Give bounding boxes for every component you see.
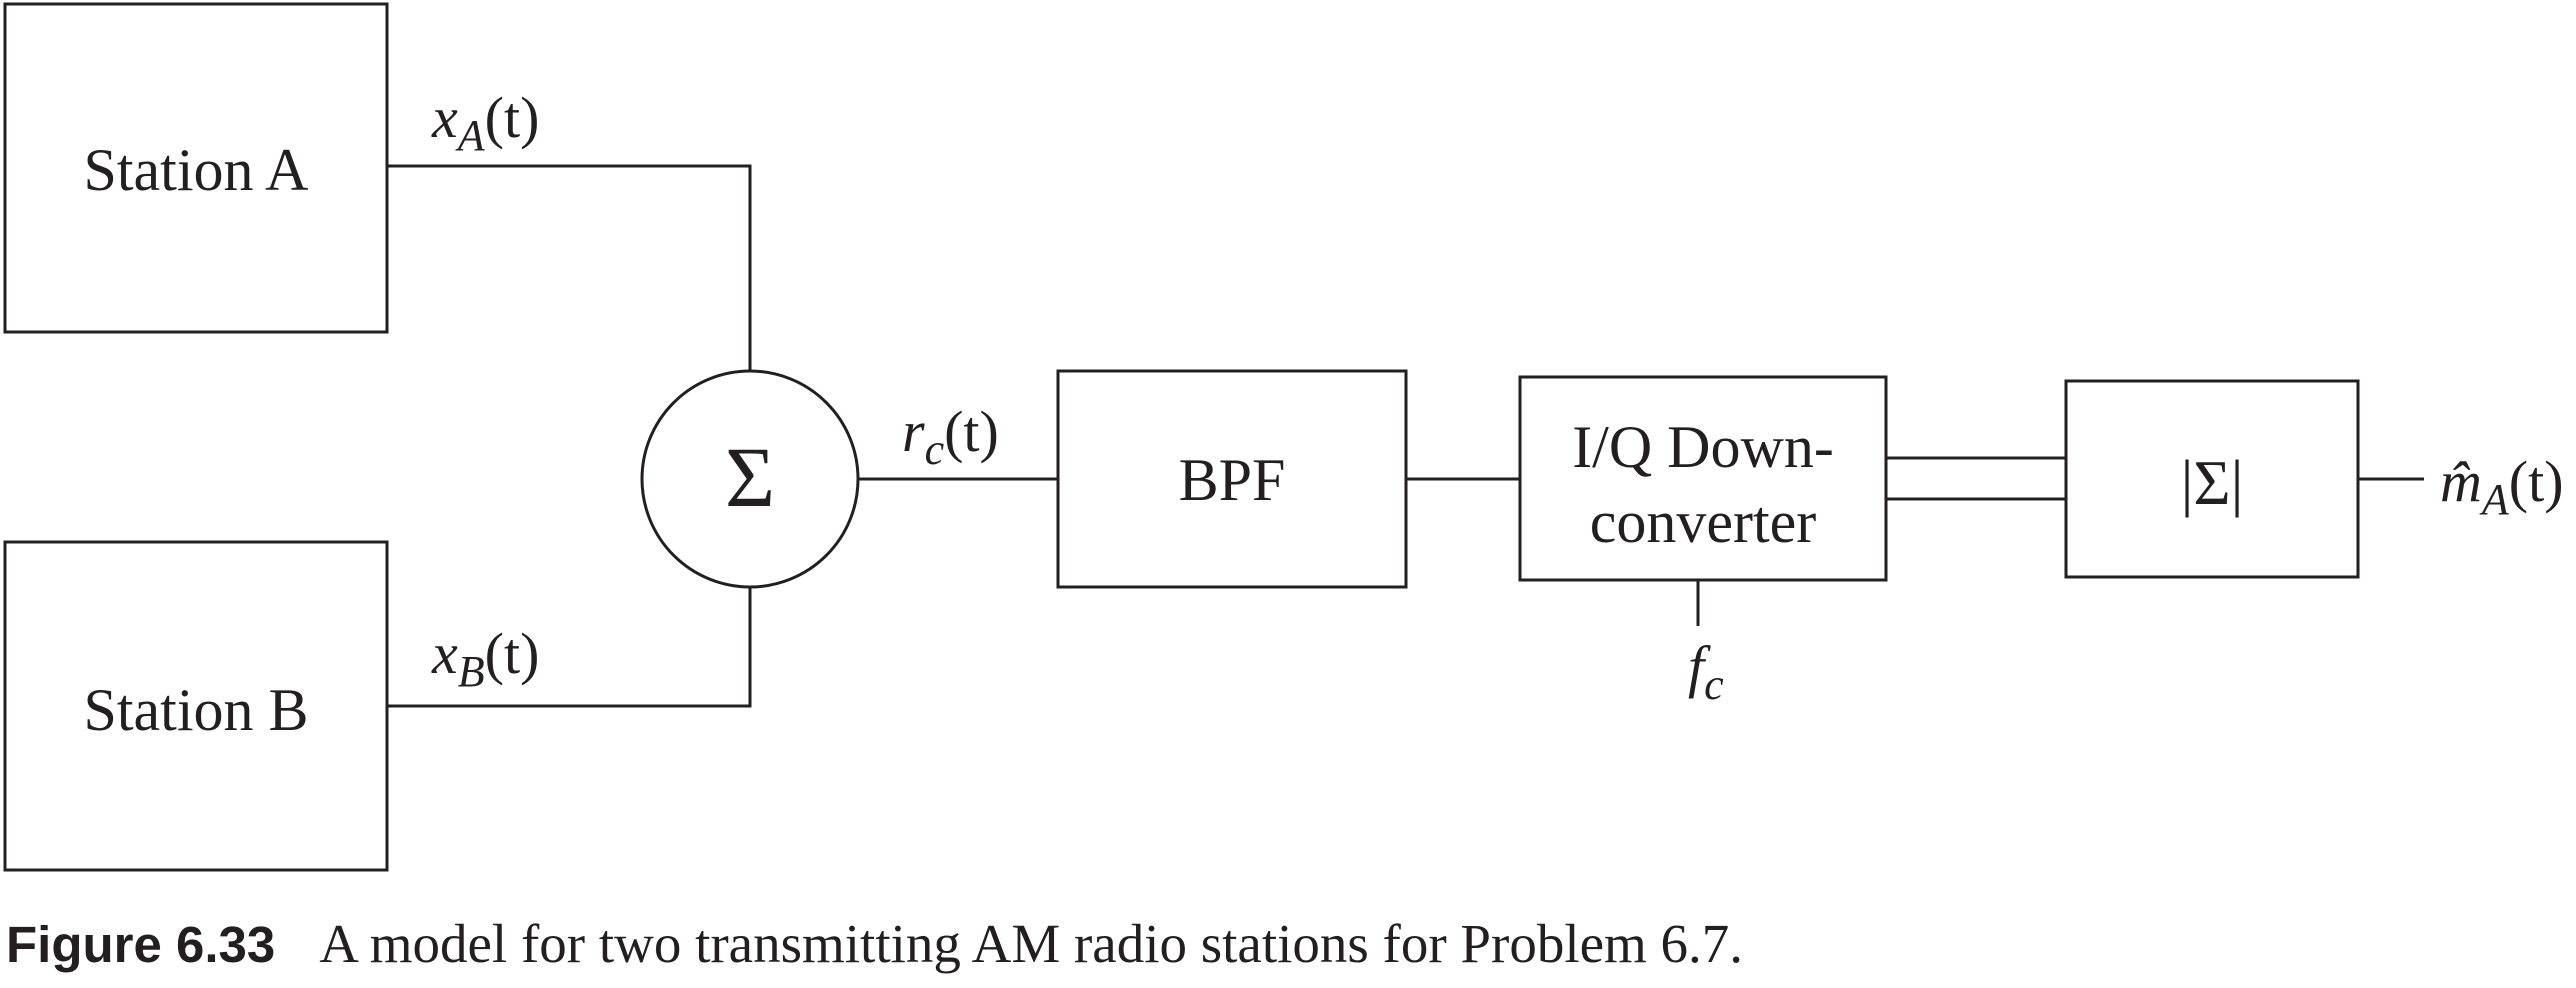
sigma-symbol: Σ [725, 429, 775, 525]
figure-caption-text: A model for two transmitting AM radio st… [319, 913, 1744, 974]
summer-node: Σ [640, 369, 860, 589]
iq-label-line1: I/Q Down- [1572, 414, 1834, 480]
figure-number: Figure 6.33 [6, 916, 276, 973]
iq-downconverter-block: I/Q Down- converter [1518, 375, 1888, 582]
signal-label-xa: xA(t) [431, 85, 539, 160]
station-a-block: Station A [3, 2, 389, 334]
abs-sum-block: |Σ| [2064, 379, 2360, 579]
signal-label-fc: fc [1688, 634, 1724, 709]
station-a-label: Station A [83, 137, 308, 203]
station-b-label: Station B [83, 677, 308, 743]
wire-station-b-to-summer [387, 588, 752, 708]
wire-station-a-to-summer [387, 164, 752, 370]
iq-label-line2: converter [1590, 489, 1817, 555]
bpf-block: BPF [1056, 369, 1408, 589]
signal-label-xb: xB(t) [431, 621, 539, 696]
station-b-block: Station B [3, 540, 389, 872]
signal-label-rc: rc(t) [902, 399, 999, 474]
signal-label-output: m̂A(t) [2440, 449, 2564, 524]
figure-caption: Figure 6.33 A model for two transmitting … [6, 912, 1743, 975]
bpf-label: BPF [1179, 447, 1286, 513]
abs-sum-label: |Σ| [2181, 447, 2244, 518]
